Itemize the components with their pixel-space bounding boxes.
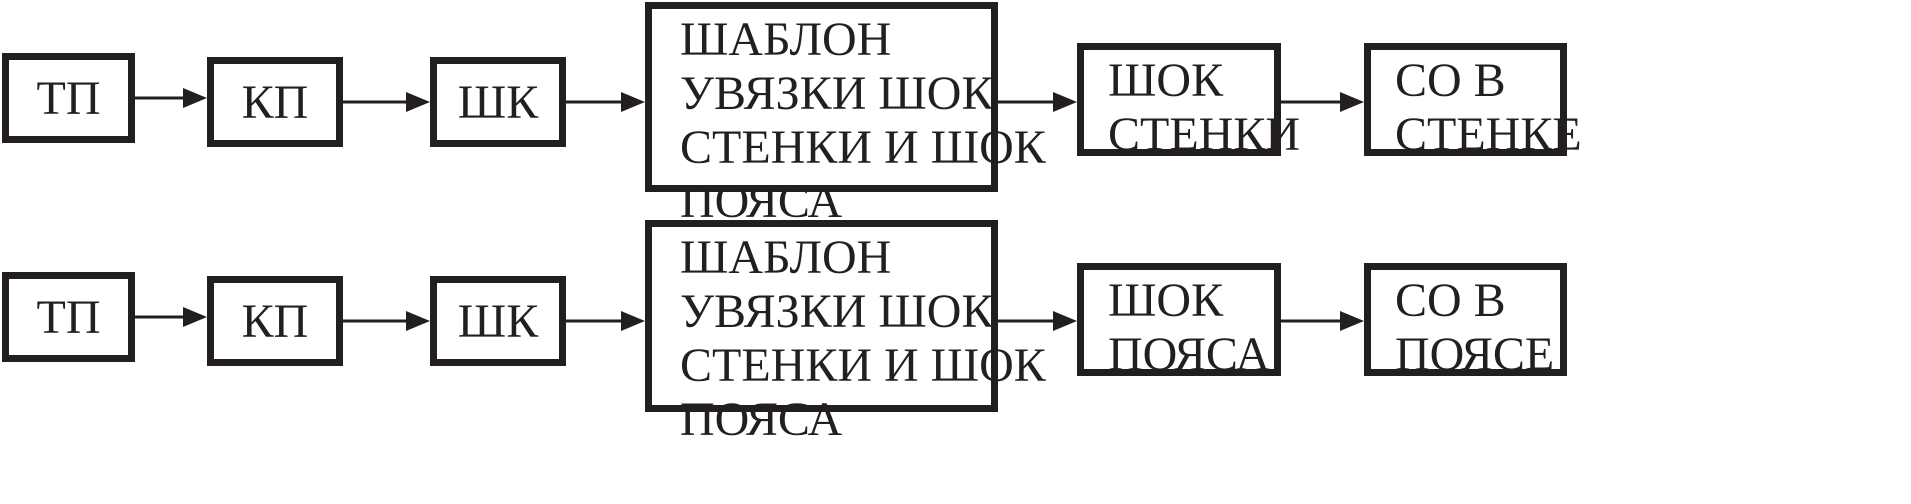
row2-arrow-shk-template xyxy=(566,311,645,331)
row1-template-line-3: СТЕНКИ И ШОК xyxy=(680,121,1046,174)
row1-tp-box: ТП xyxy=(2,53,135,143)
row1-arrow-tp-kp xyxy=(135,88,207,108)
row1-shk-label: ШК xyxy=(457,75,539,129)
row2-shok-box: ШОК ПОЯСА xyxy=(1077,263,1281,381)
row2-shok-line-1: ШОК xyxy=(1108,274,1224,327)
row1-so-line-2: СТЕНКЕ xyxy=(1395,108,1582,161)
row1-template-box: ШАБЛОН УВЯЗКИ ШОК СТЕНКИ И ШОК ПОЯСА xyxy=(645,2,1046,228)
row2-so-line-1: СО В xyxy=(1395,274,1506,327)
row1-kp-label: КП xyxy=(241,75,309,129)
row2-template-line-3: СТЕНКИ И ШОК xyxy=(680,339,1046,392)
row2-template-line-1: ШАБЛОН xyxy=(680,231,892,284)
row1-arrow-shk-template xyxy=(566,92,645,112)
row1-arrow-shok-so xyxy=(1281,92,1364,112)
row1-arrow-kp-shk xyxy=(343,92,430,112)
row2-template-box: ШАБЛОН УВЯЗКИ ШОК СТЕНКИ И ШОК ПОЯСА xyxy=(645,220,1046,446)
row1-template-line-4: ПОЯСА xyxy=(680,175,843,228)
row2-arrow-template-shok xyxy=(998,311,1077,331)
row1-arrow-template-shok xyxy=(998,92,1077,112)
row1-template-line-2: УВЯЗКИ ШОК xyxy=(680,67,994,120)
row2-arrow-kp-shk xyxy=(343,311,430,331)
row2-tp-box: ТП xyxy=(2,272,135,362)
row1-shok-line-2: СТЕНКИ xyxy=(1108,108,1300,161)
row1-template-line-1: ШАБЛОН xyxy=(680,13,892,66)
row2-arrow-shok-so xyxy=(1281,311,1364,331)
row1-shok-box: ШОК СТЕНКИ xyxy=(1077,43,1300,161)
row2-shk-label: ШК xyxy=(457,294,539,348)
row2-template-line-4: ПОЯСА xyxy=(680,393,843,446)
row2-template-line-2: УВЯЗКИ ШОК xyxy=(680,285,994,338)
row2-kp-box: КП xyxy=(207,276,343,366)
row1-tp-label: ТП xyxy=(36,71,101,125)
row2-kp-label: КП xyxy=(241,294,309,348)
row1-so-box: СО В СТЕНКЕ xyxy=(1364,43,1582,161)
row2-shok-line-2: ПОЯСА xyxy=(1108,328,1271,381)
row2-so-box: СО В ПОЯСЕ xyxy=(1364,263,1567,381)
row1-so-line-1: СО В xyxy=(1395,54,1506,107)
row1-shok-line-1: ШОК xyxy=(1108,54,1224,107)
row2-tp-label: ТП xyxy=(36,290,101,344)
row2-arrow-tp-kp xyxy=(135,307,207,327)
row2-shk-box: ШК xyxy=(430,276,566,366)
row1-shk-box: ШК xyxy=(430,57,566,147)
row1-kp-box: КП xyxy=(207,57,343,147)
row2-so-line-2: ПОЯСЕ xyxy=(1395,328,1555,381)
